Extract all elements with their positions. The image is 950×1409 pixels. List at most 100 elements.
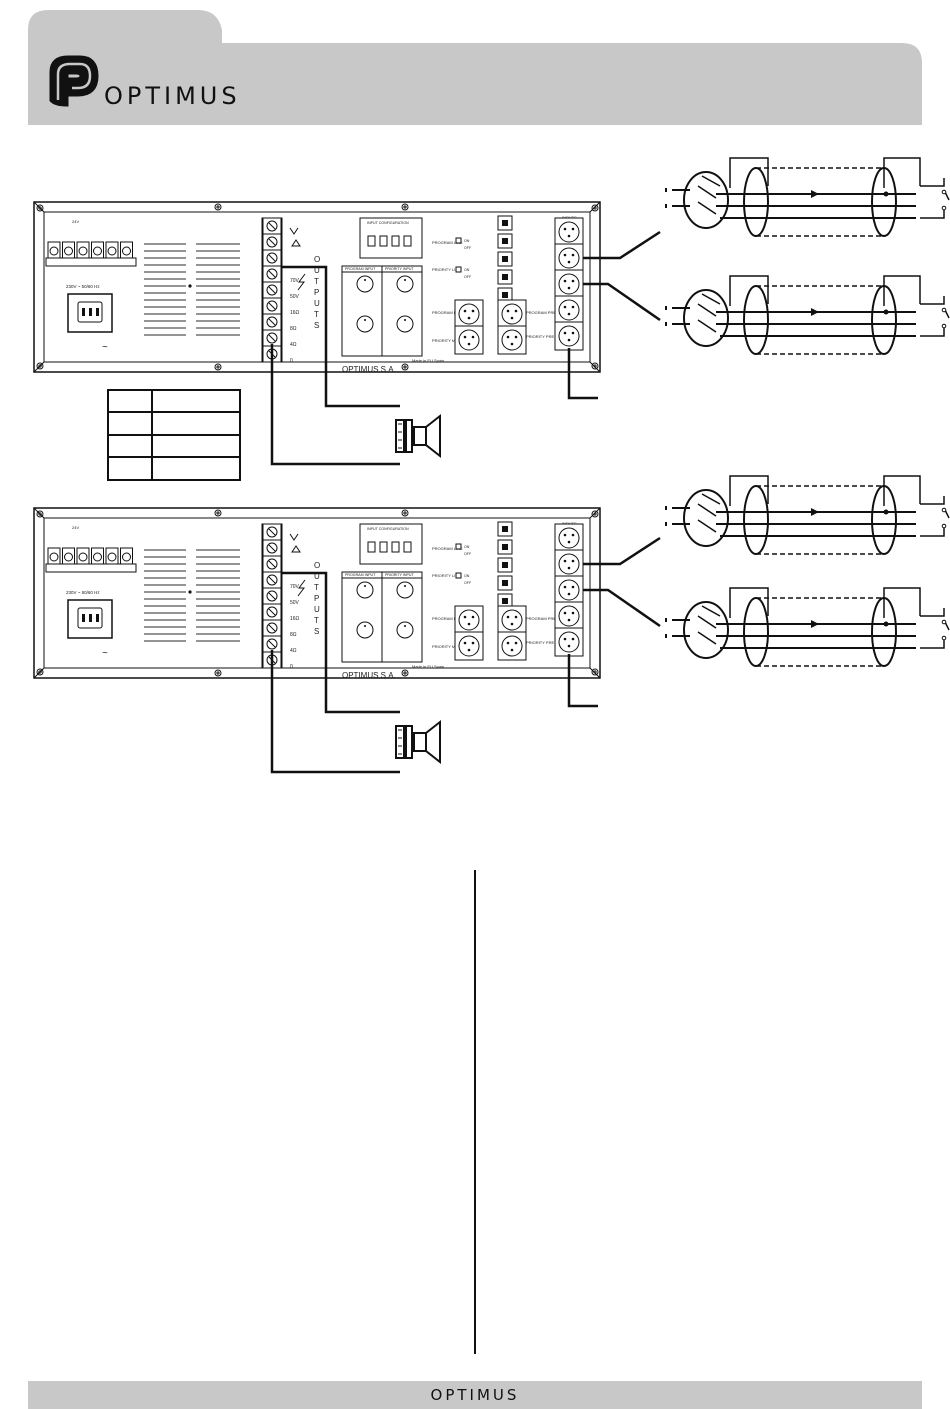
footer-brand: OPTIMUS (430, 1386, 520, 1404)
dc-terminal-screw (93, 246, 102, 256)
output-terminal (262, 539, 282, 557)
outputs-letter: P (314, 288, 319, 297)
output-tap-label: 8Ω (290, 632, 297, 638)
pin (82, 308, 85, 316)
trim-knob (356, 581, 374, 599)
dip-switch (391, 541, 400, 553)
priority-main-in-label: PRIORITY MAIN IN (432, 644, 467, 649)
amplifier-rear-panel-1 (33, 201, 601, 373)
dip-switch (379, 541, 388, 553)
knob-pin (364, 279, 366, 281)
jack-slot (502, 292, 508, 298)
program-link-label: PROGRAM LINK (432, 546, 463, 551)
input-xlr-icon (554, 321, 584, 351)
screw-icon (36, 204, 44, 212)
power-label: 230V ~ 50/60 Hz (66, 284, 100, 289)
output-tap-label: 16Ω (290, 310, 300, 316)
on-label: ON (464, 574, 470, 578)
screw-icon (591, 204, 599, 212)
dc-terminal-screw (107, 246, 117, 256)
vent-screw (188, 284, 192, 288)
microphone-connector-icon (665, 275, 950, 355)
outputs-letter: U (314, 605, 320, 614)
xlr-connector-icon (454, 605, 484, 635)
dc-terminal-screw (64, 246, 73, 256)
input-xlr-icon (554, 269, 584, 299)
speaker-icon (395, 415, 441, 457)
maker-label: OPTIMUS S.A. (342, 671, 396, 680)
ground-switch-icon (289, 533, 301, 553)
program-main-in-label: PROGRAM MAIN IN (432, 310, 469, 315)
output-tap-label: 4Ω (290, 648, 297, 654)
speaker-wire (270, 344, 400, 466)
outputs-letter: T (314, 616, 319, 625)
input-xlr-icon (554, 627, 584, 657)
jack-slot (502, 238, 508, 244)
xlr-connector-icon (454, 631, 484, 661)
dip-switch (379, 235, 388, 247)
priority-main-in-label: PRIORITY MAIN IN (432, 338, 467, 343)
output-tap-label: 16Ω (290, 616, 300, 622)
trim-knob (356, 621, 374, 639)
dc-terminal-screw (49, 246, 59, 256)
screw-icon (401, 363, 409, 371)
hazard-icon (297, 579, 306, 597)
screw-icon (36, 510, 44, 518)
output-tap-label: 0 (290, 664, 293, 670)
dc-terminal-screw (78, 552, 88, 562)
knob-pin (404, 585, 406, 587)
on-label: ON (464, 239, 470, 243)
screw-icon (401, 203, 409, 211)
trim-knob (396, 581, 414, 599)
jack-slot (502, 580, 508, 586)
knob-pin (364, 625, 366, 627)
speaker-icon (395, 721, 441, 763)
mic-cable (583, 536, 661, 566)
program-main-in-label: PROGRAM MAIN IN (432, 616, 469, 621)
input-xlr-icon (554, 243, 584, 273)
dc-terminal-screw (107, 552, 117, 562)
screw-icon (401, 669, 409, 677)
dc-label: 24V (72, 525, 79, 530)
jack-slot (502, 220, 508, 226)
hazard-icon (297, 273, 306, 291)
outputs-letter: T (314, 277, 319, 286)
output-terminal (262, 587, 282, 605)
priority-pre-out-label: PRIORITY PRE OUT (526, 640, 564, 645)
mic-cable (583, 230, 661, 260)
output-terminal (262, 281, 282, 299)
outputs-letter: U (314, 299, 320, 308)
trim-knob (356, 275, 374, 293)
on-label: ON (464, 545, 470, 549)
output-terminal (262, 635, 282, 653)
made-in-label: Made in EU Spain (412, 664, 444, 669)
input-config-label: INPUT CONFIGURATION (367, 221, 409, 225)
xlr-connector-icon (497, 299, 527, 329)
output-terminal (262, 297, 282, 315)
screw-icon (36, 362, 44, 370)
output-tap-label: 4Ω (290, 342, 297, 348)
input-xlr-icon (554, 575, 584, 605)
outputs-letter: U (314, 572, 320, 581)
dip-switch (403, 541, 412, 553)
priority-pre-out-label: PRIORITY PRE OUT (526, 334, 564, 339)
trim-knob (396, 315, 414, 333)
speaker-wire (270, 650, 400, 774)
output-terminal (262, 329, 282, 347)
page-header: OPTIMUS (0, 0, 950, 125)
outputs-letter: S (314, 627, 319, 636)
knob-pin (364, 319, 366, 321)
output-tap-label: 8Ω (290, 326, 297, 332)
page-footer: OPTIMUS (28, 1381, 922, 1409)
jack-slot (502, 526, 508, 532)
dc-terminal-screw (93, 552, 102, 562)
dip-switch (367, 235, 376, 247)
outputs-letter: T (314, 310, 319, 319)
screw-icon (214, 203, 222, 211)
link-switch (455, 543, 462, 550)
input-xlr-icon (554, 217, 584, 247)
link-switch (455, 572, 462, 579)
mic-cable (567, 348, 598, 400)
program-input-label: PROGRAM INPUT (345, 573, 376, 577)
